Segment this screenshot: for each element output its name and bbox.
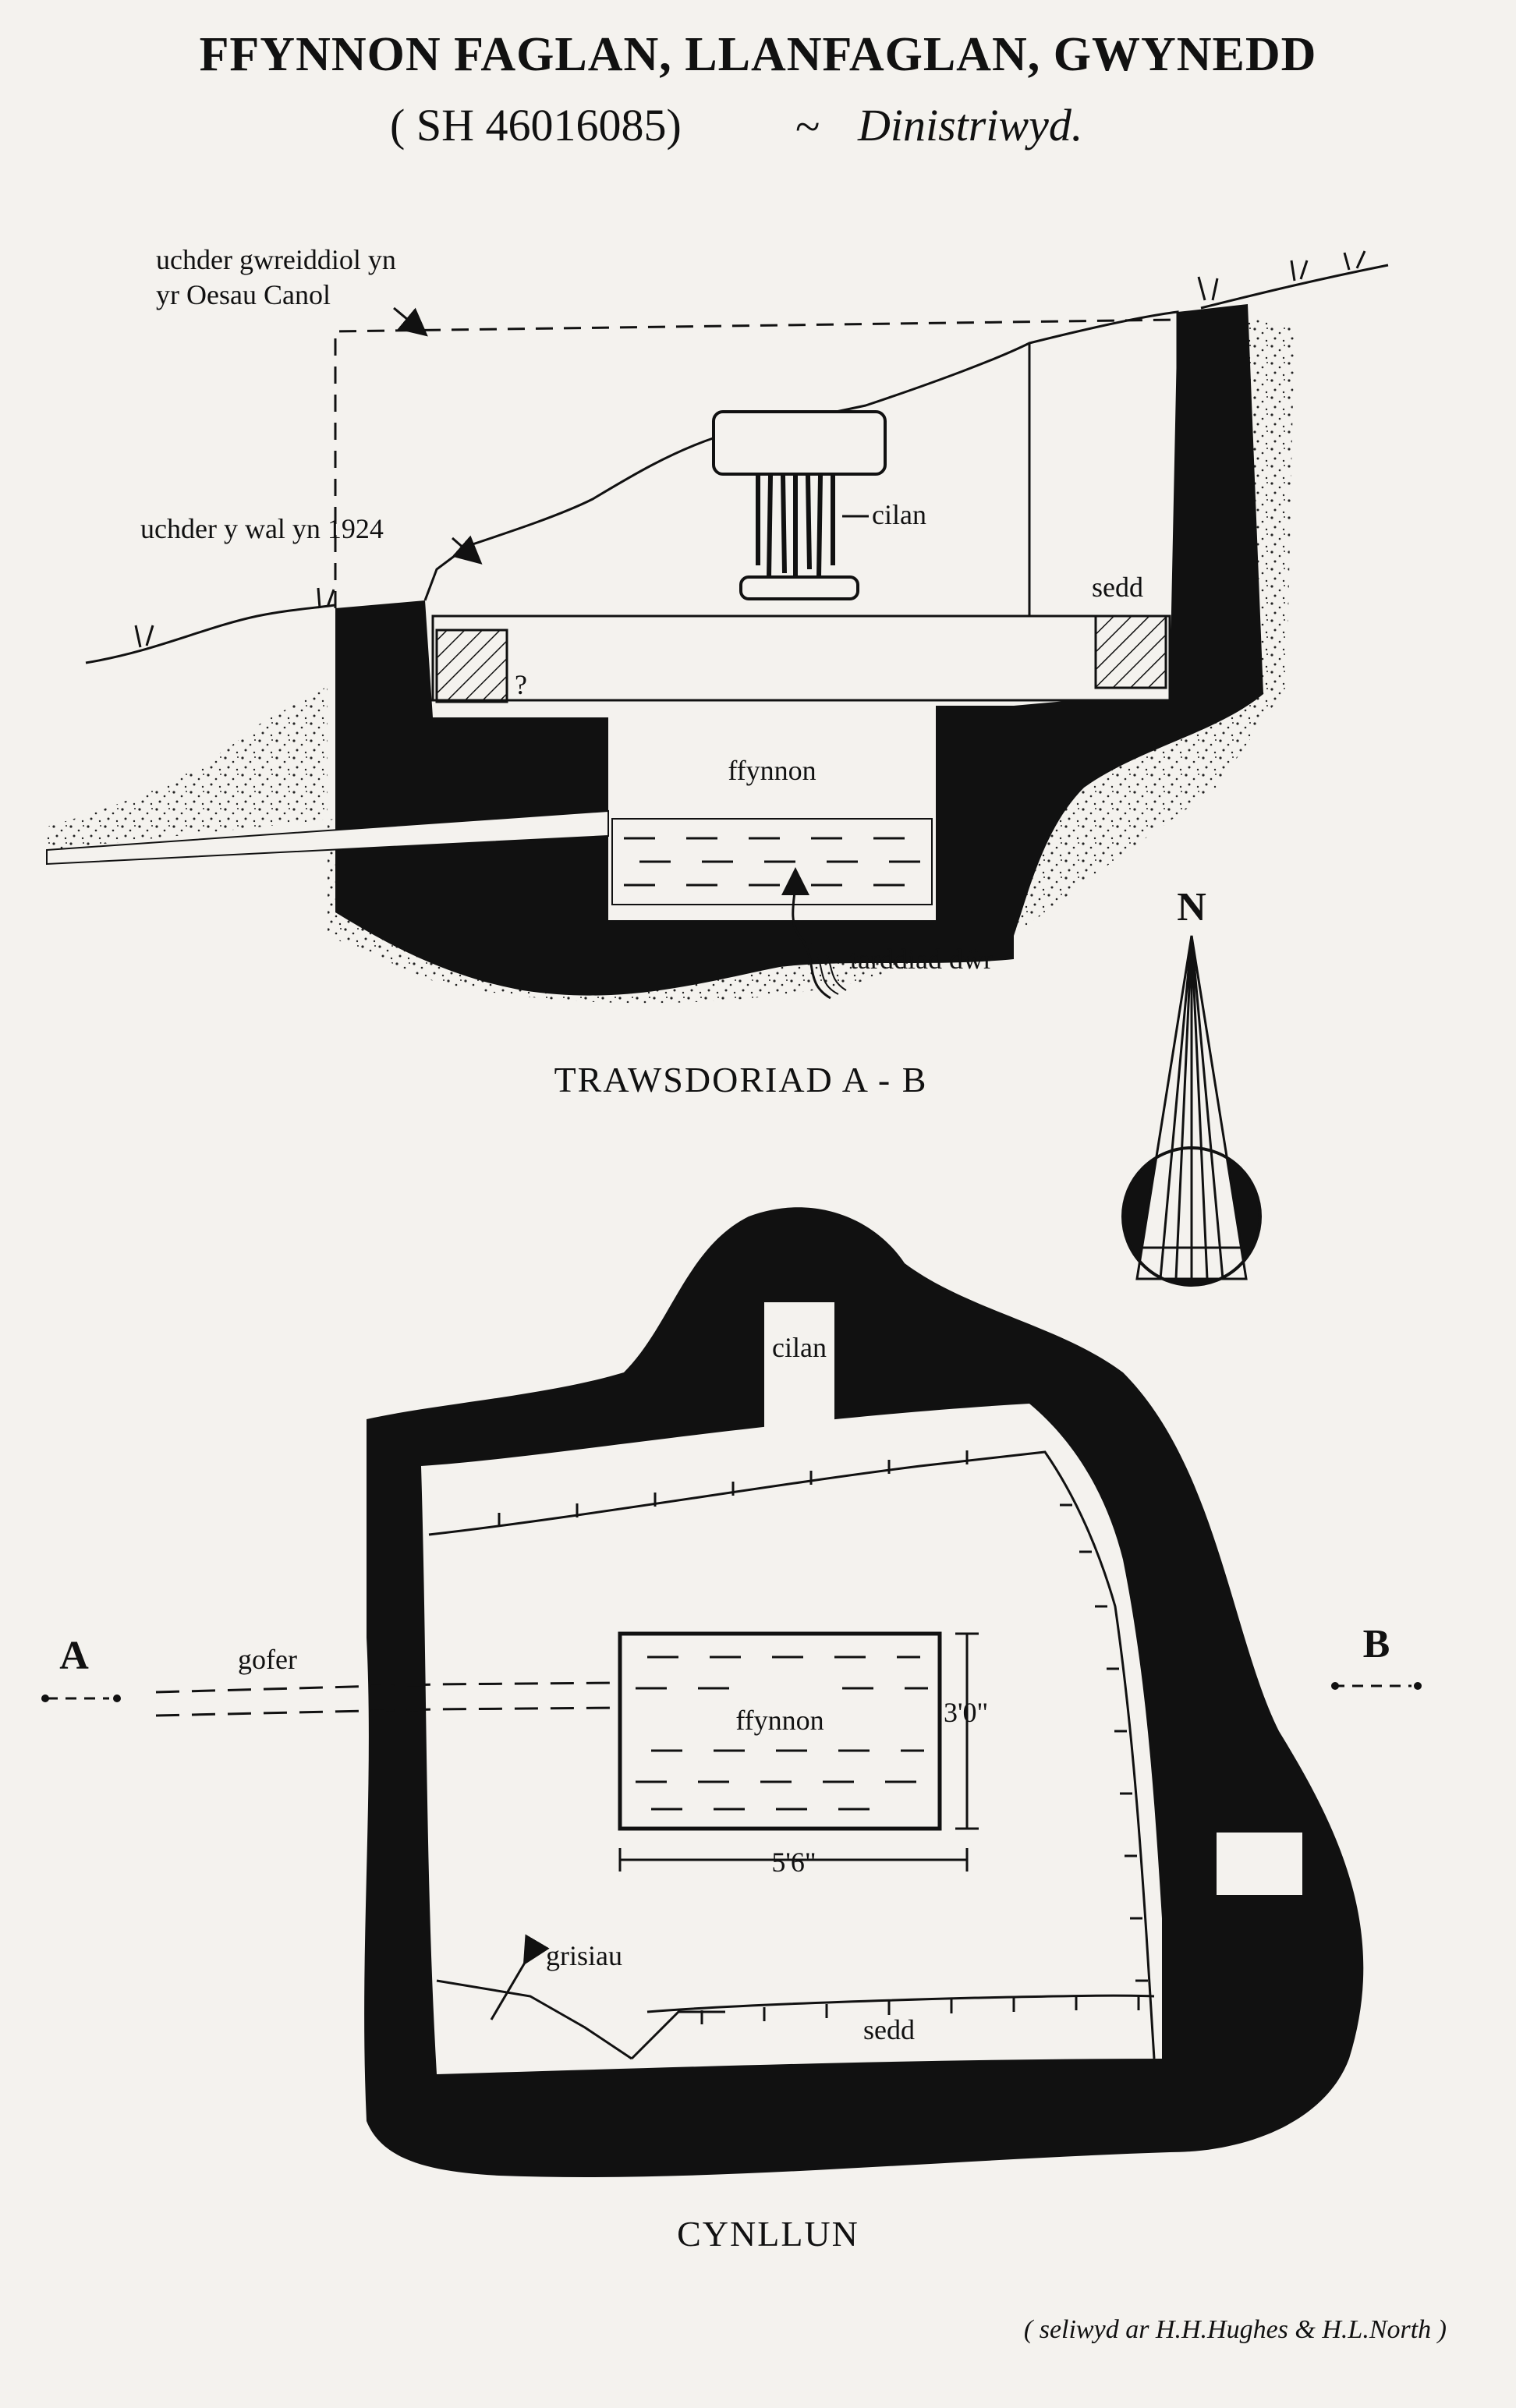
north-arrow: N bbox=[1121, 885, 1262, 1287]
label-well-section: ffynnon bbox=[728, 755, 816, 786]
subtitle: ( SH 46016085) ~ Dinistriwyd. bbox=[390, 100, 1082, 152]
spring-flow-lines bbox=[810, 943, 847, 995]
label-dim-length: 5'6" bbox=[771, 1847, 816, 1878]
wall-profile-1924 bbox=[423, 310, 1179, 616]
plan-niche bbox=[764, 1302, 834, 1443]
seat-right-hatched bbox=[1094, 614, 1167, 689]
label-point-b: B bbox=[1363, 1622, 1390, 1666]
page-title: FFYNNON FAGLAN, LLANFAGLAN, GWYNEDD bbox=[200, 28, 1317, 81]
plan-culvert-dashed bbox=[155, 1681, 617, 1717]
plan-seat-ticks bbox=[700, 1996, 1140, 2024]
ground-line-right bbox=[1200, 264, 1389, 310]
section-caption: TRAWSDORIAD A - B bbox=[554, 1060, 928, 1100]
label-original-height-line2: yr Oesau Canol bbox=[156, 279, 331, 310]
plan-steps bbox=[436, 1979, 725, 2060]
grid-reference: ( SH 46016085) bbox=[390, 100, 682, 150]
label-seat-plan: sedd bbox=[863, 2014, 915, 2045]
plan-east-opening bbox=[1217, 1833, 1302, 1895]
plan-view: A B gofer cilan ffynnon 3'0" 5'6" grisia… bbox=[41, 1207, 1422, 2254]
status-destroyed: Dinistriwyd. bbox=[857, 100, 1082, 150]
dim-width-line bbox=[955, 1632, 979, 1830]
label-wall-height-1924: uchder y wal yn 1924 bbox=[140, 513, 384, 544]
plan-well-basin bbox=[618, 1631, 942, 1831]
plan-seat-edge bbox=[646, 1994, 1155, 2013]
plan-inner-wall-top bbox=[428, 1450, 1156, 2059]
label-niche-section: cilan bbox=[872, 499, 926, 530]
dim-length-line bbox=[618, 1848, 969, 1872]
arrow-steps bbox=[490, 1934, 550, 2020]
arrow-original-height bbox=[393, 306, 428, 337]
label-steps: grisiau bbox=[546, 1940, 622, 1971]
well-water-section bbox=[611, 818, 933, 905]
label-dim-width: 3'0" bbox=[944, 1697, 988, 1728]
plan-caption: CYNLLUN bbox=[677, 2214, 859, 2254]
arrow-wall-1924 bbox=[452, 535, 483, 565]
plan-stone-ticks bbox=[498, 1450, 1148, 1982]
niche-section bbox=[712, 410, 887, 600]
tilde-separator: ~ bbox=[795, 101, 820, 152]
ground-line-left bbox=[85, 604, 336, 664]
label-culvert: gofer bbox=[238, 1644, 297, 1675]
seat-left-hatched bbox=[435, 629, 508, 703]
cross-section: uchder gwreiddiol yn yr Oesau Canol uchd… bbox=[46, 244, 1389, 1100]
label-well-plan: ffynnon bbox=[735, 1705, 824, 1736]
label-spring: tarddiad dŵr bbox=[850, 944, 993, 975]
floor-slab bbox=[431, 614, 1171, 702]
label-seat-section: sedd bbox=[1092, 572, 1143, 603]
north-label: N bbox=[1177, 885, 1206, 930]
plan-well-water bbox=[636, 1656, 928, 1811]
original-height-dashed bbox=[334, 318, 1178, 608]
label-original-height-line1: uchder gwreiddiol yn bbox=[156, 244, 396, 275]
spring-flow-arrow bbox=[781, 867, 831, 1000]
label-point-a: A bbox=[59, 1634, 89, 1678]
grass-tufts bbox=[134, 250, 1366, 648]
label-question: ? bbox=[515, 669, 527, 700]
credit-line: ( seliwyd ar H.H.Hughes & H.L.North ) bbox=[1024, 2315, 1447, 2344]
label-niche-plan: cilan bbox=[772, 1332, 827, 1363]
section-culvert bbox=[46, 809, 609, 866]
